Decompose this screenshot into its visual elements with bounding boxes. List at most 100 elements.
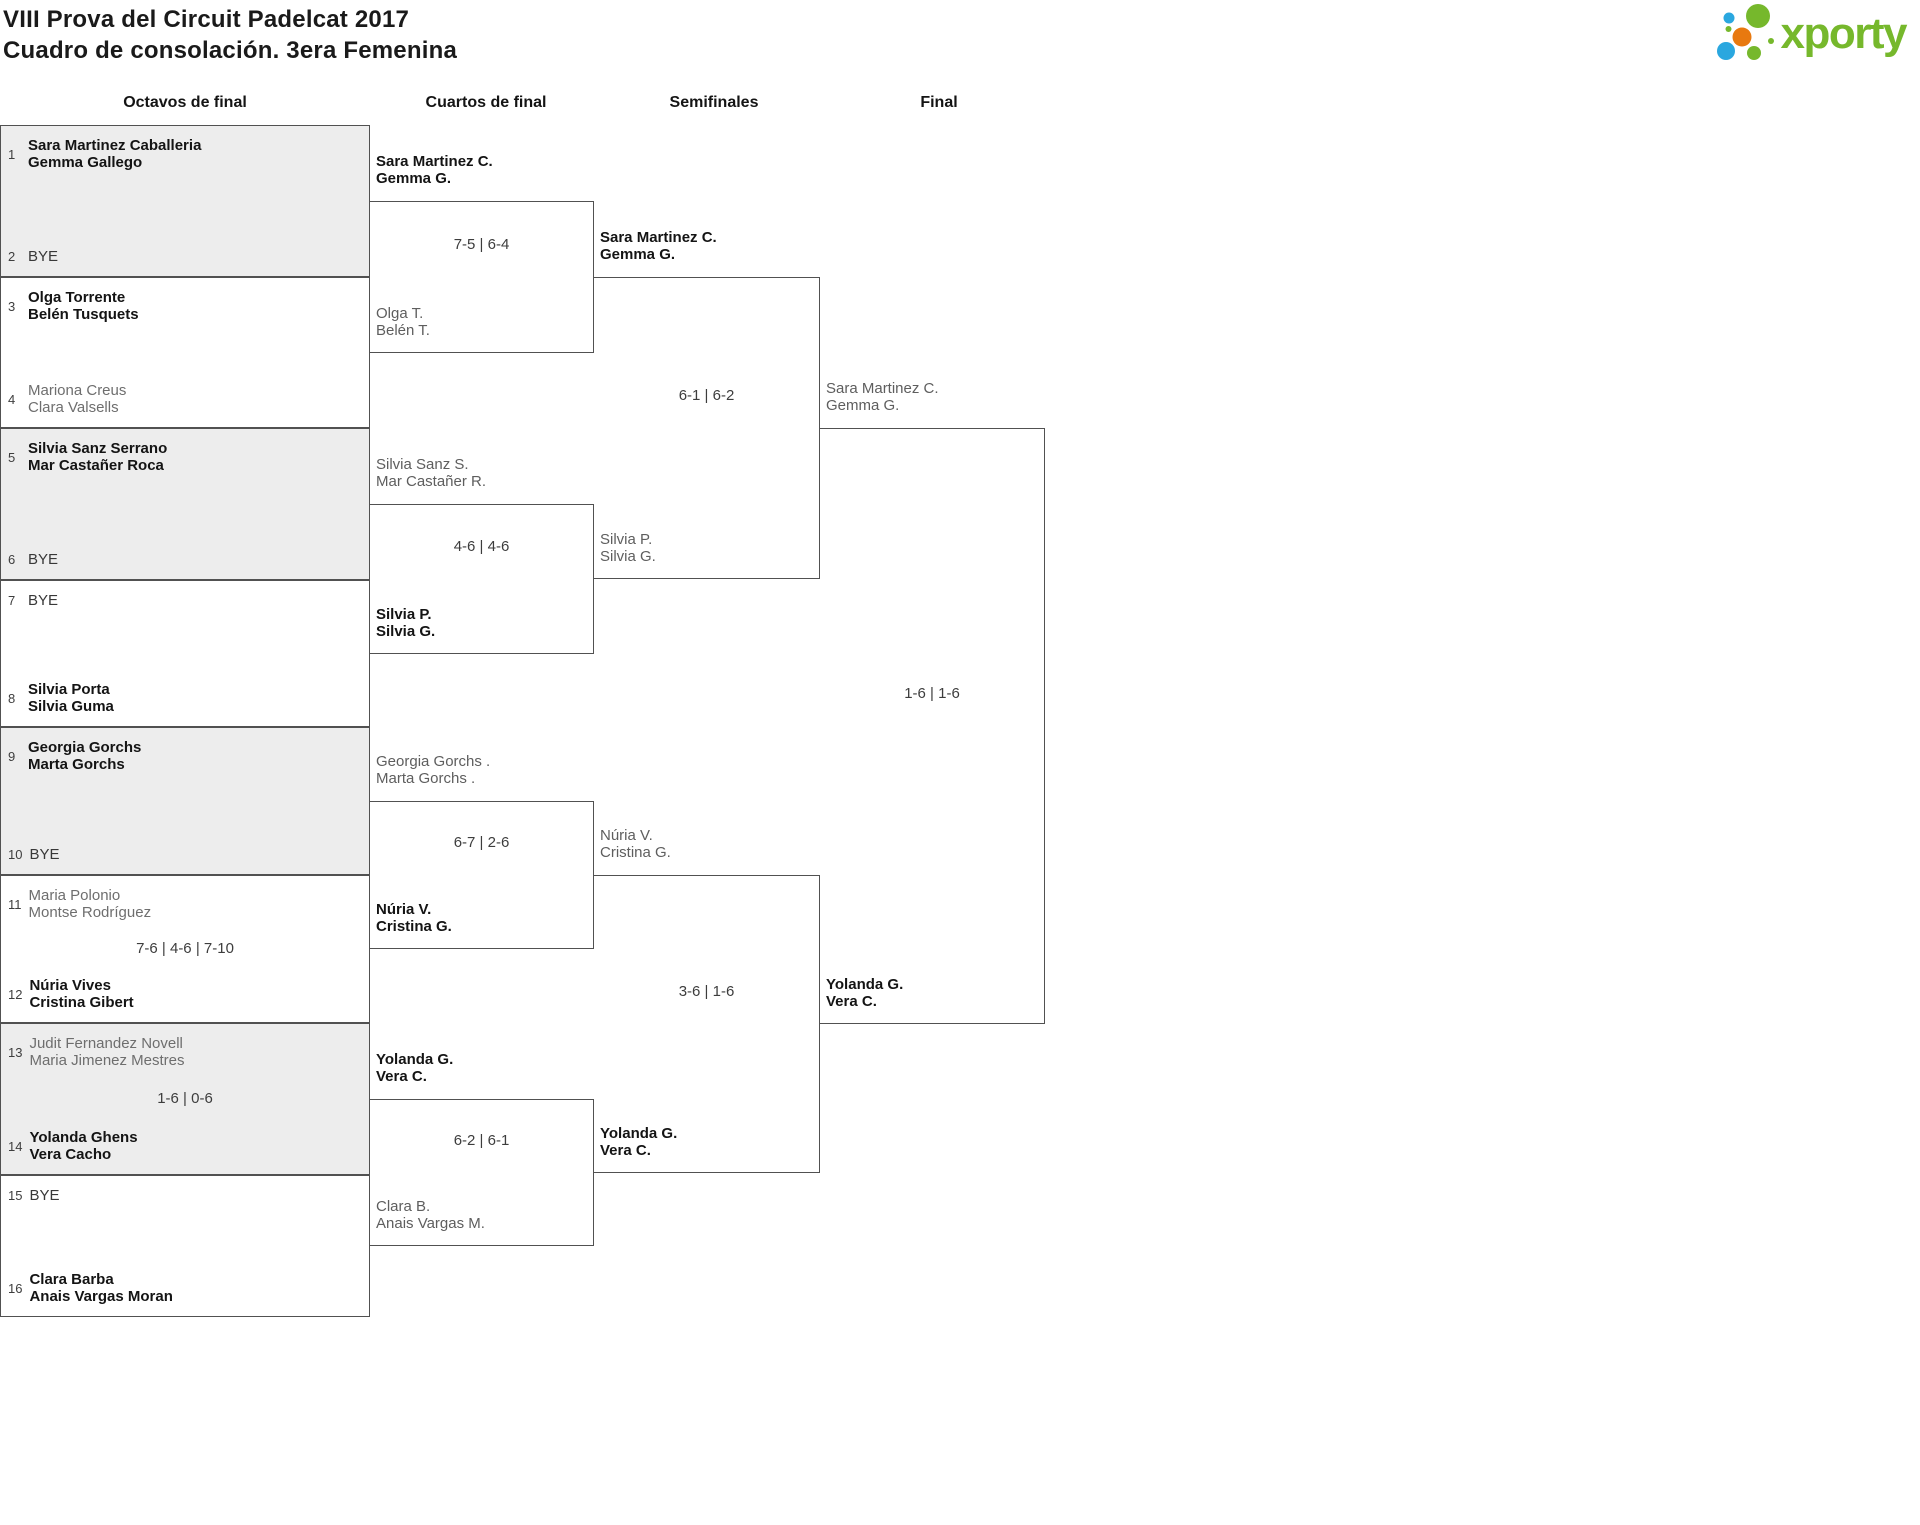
xporty-logo-text: xporty (1780, 9, 1908, 58)
team-name-line: Anais Vargas M. (376, 1215, 485, 1232)
team-name-line: Silvia Guma (28, 698, 114, 715)
advancing-team-label: Yolanda G.Vera C. (600, 1125, 677, 1159)
match-score: 6-1 | 6-2 (678, 387, 735, 404)
match-score: 6-7 | 2-6 (453, 834, 510, 851)
team-name-line: Núria V. (600, 827, 653, 844)
team-name-line: Montse Rodríguez (28, 904, 152, 921)
advancing-team-label: Georgia Gorchs .Marta Gorchs . (376, 753, 490, 787)
entry-seed: 11 (8, 896, 22, 912)
team-name-line: Silvia G. (376, 623, 436, 640)
team-name-line: Vera C. (826, 993, 877, 1010)
entry-seed: 8 (8, 690, 16, 706)
team-name-line: BYE (28, 592, 59, 609)
advancing-team-label: Yolanda G.Vera C. (376, 1051, 453, 1085)
entry-team: BYE (29, 1187, 59, 1204)
team-name-line: BYE (29, 846, 60, 863)
team-name-line: Mar Castañer R. (376, 473, 487, 490)
team-name-line: Anais Vargas Moran (29, 1288, 173, 1305)
xporty-logo-dots-icon (1716, 4, 1774, 60)
advancing-team-label: Yolanda G.Vera C. (826, 976, 903, 1010)
cuartos-match-box: 6-2 | 6-1 (370, 1099, 594, 1246)
team-name-line: Clara Barba (29, 1271, 114, 1288)
team-name-line: Silvia P. (600, 531, 653, 548)
match-score: 7-5 | 6-4 (453, 236, 510, 253)
entry-team: BYE (28, 551, 58, 568)
entry-team: BYE (28, 592, 58, 609)
team-name-line: Sara Martinez C. (826, 380, 939, 397)
entry-seed: 12 (8, 986, 23, 1002)
team-name-line: Yolanda G. (826, 976, 904, 993)
team-name-line: Sara Martinez Caballeria (28, 137, 202, 154)
entry-seed: 7 (8, 593, 16, 608)
team-name-line: Vera C. (376, 1068, 427, 1085)
entry-seed: 13 (8, 1044, 23, 1060)
advancing-team-label: Núria V.Cristina G. (600, 827, 671, 861)
entry-team: BYE (29, 846, 59, 863)
match-score: 3-6 | 1-6 (678, 983, 735, 1000)
team-name-line: Mariona Creus (28, 382, 127, 399)
team-name-line: Yolanda Ghens (29, 1129, 138, 1146)
round-header-semifinales: Semifinales (669, 94, 759, 111)
bracket-entry: 2 BYE (8, 248, 365, 265)
team-name-line: Silvia P. (376, 606, 432, 623)
team-name-line: Yolanda G. (600, 1125, 678, 1142)
entry-seed: 14 (8, 1138, 23, 1154)
entry-seed: 2 (8, 249, 16, 264)
entry-seed: 3 (8, 298, 16, 314)
team-name-line: Belén T. (376, 322, 430, 339)
advancing-team-label: Núria V.Cristina G. (376, 901, 452, 935)
entry-team: BYE (28, 248, 58, 265)
team-name-line: Mar Castañer Roca (28, 457, 164, 474)
advancing-team-label: Clara B.Anais Vargas M. (376, 1198, 485, 1232)
team-name-line: Silvia Sanz Serrano (28, 440, 168, 457)
bracket-entry: 7 BYE (8, 592, 365, 609)
match-score: 1-6 | 0-6 (157, 1090, 213, 1107)
team-name-line: Georgia Gorchs (28, 739, 142, 756)
team-name-line: Georgia Gorchs . (376, 753, 491, 770)
team-name-line: Yolanda G. (376, 1051, 454, 1068)
semifinal-match-box: 6-1 | 6-2 (594, 277, 820, 579)
advancing-team-label: Olga T.Belén T. (376, 305, 430, 339)
match-score: 1-6 | 1-6 (904, 685, 960, 702)
entry-seed: 15 (8, 1188, 23, 1203)
team-name-line: BYE (28, 248, 59, 265)
team-name-line: Gemma G. (826, 397, 900, 414)
entry-seed: 9 (8, 748, 16, 764)
team-name-line: BYE (29, 1187, 60, 1204)
team-name-line: Maria Jimenez Mestres (29, 1052, 185, 1069)
team-name-line: Cristina G. (376, 918, 452, 935)
team-name-line: Gemma G. (376, 170, 452, 187)
advancing-team-label: Silvia P.Silvia G. (600, 531, 656, 565)
round-header-final: Final (920, 94, 958, 111)
cuartos-match-box: 4-6 | 4-6 (370, 504, 594, 654)
final-match-box: 1-6 | 1-6 (820, 428, 1045, 1024)
team-name-line: Cristina G. (600, 844, 671, 861)
semifinal-match-box: 3-6 | 1-6 (594, 875, 820, 1173)
match-score: 4-6 | 4-6 (453, 538, 510, 555)
bracket-entry: 6 BYE (8, 551, 365, 568)
entry-seed: 6 (8, 552, 16, 567)
team-name-line: Vera C. (600, 1142, 651, 1159)
xporty-logo[interactable]: xporty (1714, 1, 1908, 61)
